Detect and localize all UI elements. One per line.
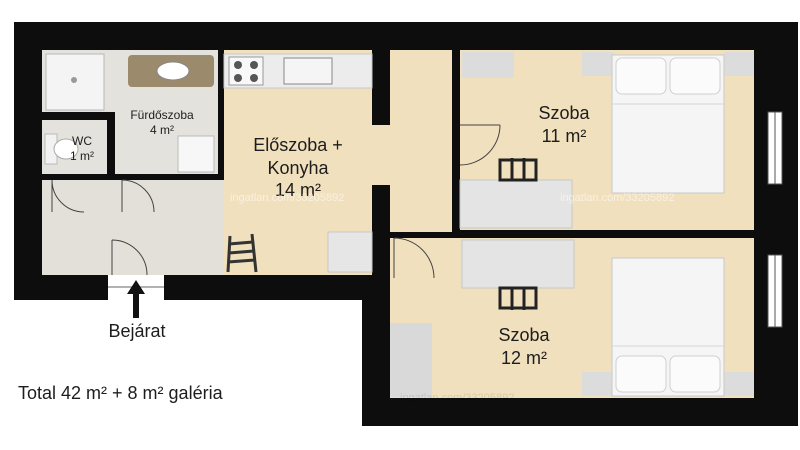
room-top-name: Szoba (538, 103, 590, 123)
wardrobe-a (462, 52, 514, 78)
room-top-label: Szoba 11 m² (514, 102, 614, 147)
fridge (327, 231, 373, 273)
interior-walls (42, 50, 754, 300)
kitchen-sink-icon (283, 57, 333, 85)
burner-1 (234, 61, 242, 69)
corridor-floor-b (390, 50, 452, 232)
hall-kitchen-name-1: Előszoba + (253, 135, 343, 155)
burner-2 (250, 61, 258, 69)
wall-bath-hall (42, 174, 218, 180)
nightstand-c (582, 372, 614, 396)
ladder-icon (226, 233, 258, 273)
room-top-furniture (459, 52, 754, 229)
toilet-icon (53, 138, 79, 160)
desk-bottom (461, 239, 575, 289)
entrance-door-swing (111, 239, 148, 276)
wc-door-swing (51, 179, 85, 213)
wc-name: WC (72, 134, 92, 148)
room-top-door-swing (459, 124, 501, 166)
room-bottom-furniture (390, 239, 754, 397)
room-bottom-label: Szoba 12 m² (474, 324, 574, 369)
wall-shower-wc (42, 112, 115, 120)
chair-icon (498, 158, 538, 182)
windows (767, 111, 783, 328)
hall-kitchen-area: 14 m² (274, 180, 321, 200)
bathroom-name: Fürdőszoba (130, 108, 194, 122)
wc-area: 1 m² (70, 149, 94, 163)
hall-kitchen-name-2: Konyha (267, 157, 329, 178)
hall-kitchen-label: Előszoba + Konyha 14 m² (228, 134, 368, 202)
stove-icon (228, 56, 264, 86)
watermark-2: ingatlan.com/33205892 (560, 192, 675, 204)
nightstand-d (724, 372, 754, 396)
kitchen-fixtures (223, 53, 373, 273)
watermark-3: ingatlan.com/33205892 (400, 392, 515, 404)
bed-icon (611, 54, 725, 194)
wardrobe-b (390, 323, 432, 397)
room-bottom-name: Szoba (498, 325, 550, 345)
bath-door-swing (121, 179, 155, 213)
sink-icon (156, 61, 190, 81)
bathroom-label: Fürdőszoba 4 m² (112, 108, 212, 138)
arrow-up-icon (127, 280, 145, 318)
wc-label: WC 1 m² (58, 134, 106, 164)
shower-drain (71, 77, 77, 83)
bathroom-area: 4 m² (150, 123, 174, 137)
entrance-label: Bejárat (108, 321, 166, 341)
desk-icon (459, 179, 573, 229)
wall-room-top-left (452, 50, 460, 232)
room-top-area: 11 m² (541, 125, 587, 146)
nightstand-a (582, 52, 614, 76)
watermark-1: ingatlan.com/33205892 (230, 192, 345, 204)
washing-machine (177, 135, 215, 173)
wall-wc-bath (107, 120, 115, 180)
chair-bottom (498, 286, 538, 310)
nightstand-b (724, 52, 754, 76)
bathroom-fixtures (44, 53, 215, 173)
door-swings (51, 124, 501, 279)
wall-between-rooms (452, 230, 754, 238)
bed-bottom (611, 257, 725, 397)
burner-4 (250, 74, 258, 82)
wall-corridor-upper (372, 50, 390, 125)
room-bottom-area: 12 m² (500, 347, 547, 368)
total-area-label: Total 42 m² + 8 m² galéria (18, 383, 223, 403)
wall-bath-kitchen (218, 50, 224, 180)
hall-floor (42, 180, 224, 275)
wall-corridor-lower (372, 185, 390, 300)
room-bottom-door-swing (393, 237, 435, 279)
corridor-floor-a (372, 125, 390, 185)
burner-3 (234, 74, 242, 82)
